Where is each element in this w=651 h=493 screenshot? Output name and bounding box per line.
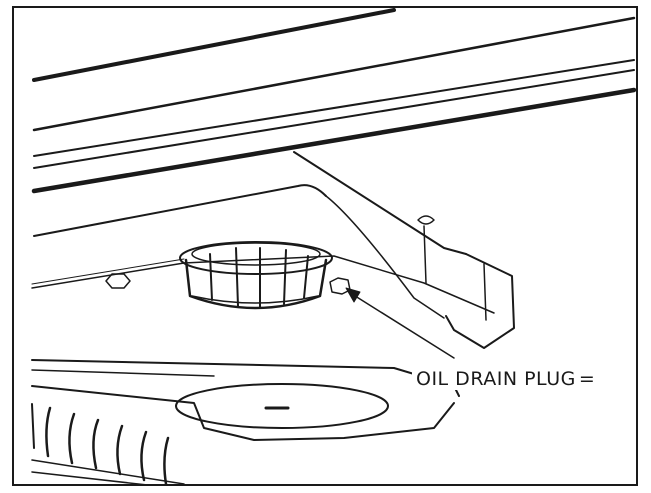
oil-drain-plug-label: OIL DRAIN PLUG= [412, 368, 600, 390]
chassis-rail [31, 8, 636, 194]
drain-bolt-head [329, 277, 351, 295]
bolt-head [105, 273, 131, 289]
callout-text: OIL DRAIN PLUG [416, 368, 576, 390]
cooling-fins [31, 403, 185, 484]
callout-leader-line [345, 287, 455, 359]
side-bracket [417, 215, 515, 349]
oil-pan-surface [31, 151, 495, 319]
engine-underside-drawing [31, 8, 636, 484]
illustration-frame: OIL DRAIN PLUG= [12, 6, 638, 486]
callout-equals-mark: = [578, 368, 596, 390]
drain-plug [179, 241, 333, 310]
